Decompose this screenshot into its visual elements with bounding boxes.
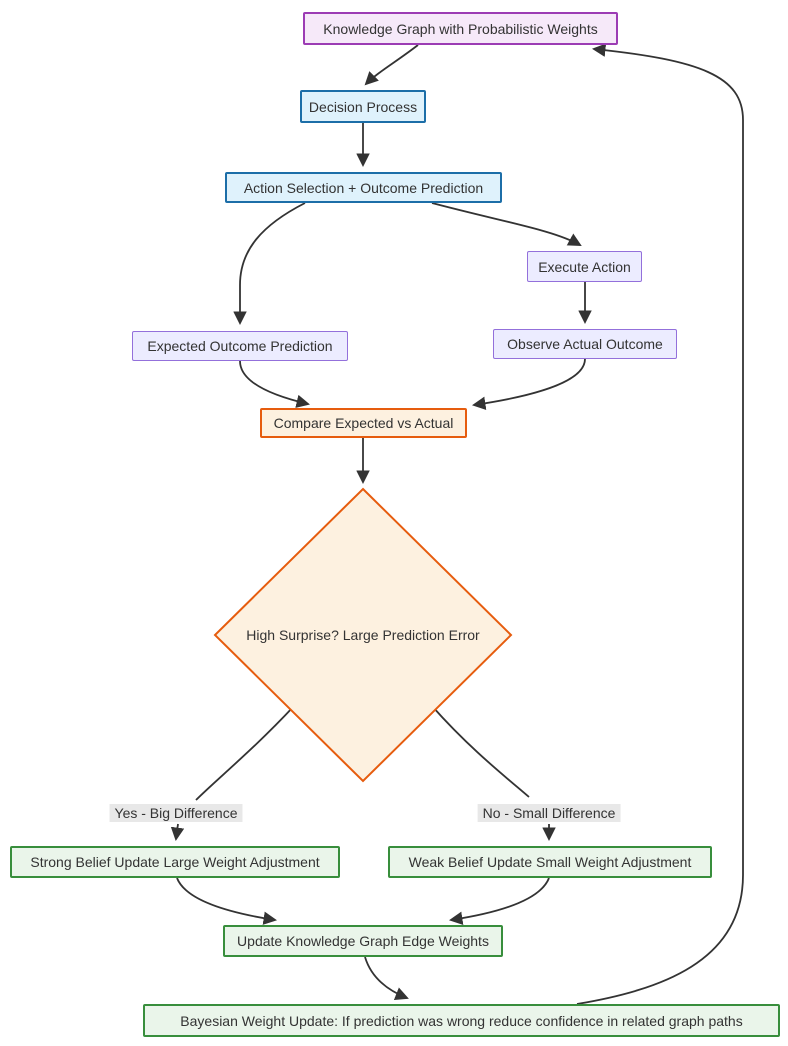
edge-expected-to-compare	[239, 360, 310, 408]
edge-surprise-to-no-label	[431, 705, 530, 798]
node-decision-process: Decision Process	[300, 90, 426, 123]
edge-label-no-small-difference: No - Small Difference	[477, 804, 621, 822]
edge-update-to-bayes	[364, 956, 409, 1001]
node-update-edge-weights-label: Update Knowledge Graph Edge Weights	[237, 933, 489, 949]
edge-action-to-expected	[233, 202, 306, 326]
edge-surprise-to-yes-label	[195, 705, 295, 801]
node-observe-actual-outcome: Observe Actual Outcome	[493, 329, 677, 359]
edge-kg-to-decision	[364, 44, 419, 86]
node-action-selection: Action Selection + Outcome Prediction	[225, 172, 502, 203]
node-decision-process-label: Decision Process	[308, 98, 418, 115]
node-compare-expected-vs-actual-label: Compare Expected vs Actual	[273, 415, 454, 431]
decision-diamond-shape	[213, 487, 513, 783]
edge-bayes-to-kg-loop	[576, 43, 744, 1005]
node-weak-belief-update-label: Weak Belief Update Small Weight Adjustme…	[408, 854, 692, 870]
node-weak-belief-update: Weak Belief Update Small Weight Adjustme…	[388, 846, 712, 878]
edge-action-to-execute	[431, 202, 582, 246]
node-high-surprise-decision-label: High Surprise? Large Prediction Error	[246, 627, 480, 643]
node-knowledge-graph-label: Knowledge Graph with Probabilistic Weigh…	[323, 20, 598, 37]
edge-observe-to-compare	[471, 358, 586, 410]
node-strong-belief-update-label: Strong Belief Update Large Weight Adjust…	[30, 854, 320, 870]
edge-weak-to-update	[448, 877, 550, 925]
edge-yes-label-to-strong	[170, 823, 185, 842]
node-expected-outcome-prediction-label: Expected Outcome Prediction	[147, 338, 333, 354]
node-update-edge-weights: Update Knowledge Graph Edge Weights	[223, 925, 503, 957]
node-expected-outcome-prediction: Expected Outcome Prediction	[132, 331, 348, 361]
node-bayesian-weight-update-label: Bayesian Weight Update: If prediction wa…	[180, 1012, 743, 1029]
edge-strong-to-update	[176, 877, 278, 925]
node-bayesian-weight-update: Bayesian Weight Update: If prediction wa…	[143, 1004, 780, 1037]
node-strong-belief-update: Strong Belief Update Large Weight Adjust…	[10, 846, 340, 878]
node-execute-action: Execute Action	[527, 251, 642, 282]
node-execute-action-label: Execute Action	[538, 258, 631, 275]
node-knowledge-graph: Knowledge Graph with Probabilistic Weigh…	[303, 12, 618, 45]
node-compare-expected-vs-actual: Compare Expected vs Actual	[260, 408, 467, 438]
edge-label-yes-big-difference: Yes - Big Difference	[109, 804, 243, 822]
node-observe-actual-outcome-label: Observe Actual Outcome	[507, 336, 663, 352]
node-action-selection-label: Action Selection + Outcome Prediction	[243, 179, 484, 196]
